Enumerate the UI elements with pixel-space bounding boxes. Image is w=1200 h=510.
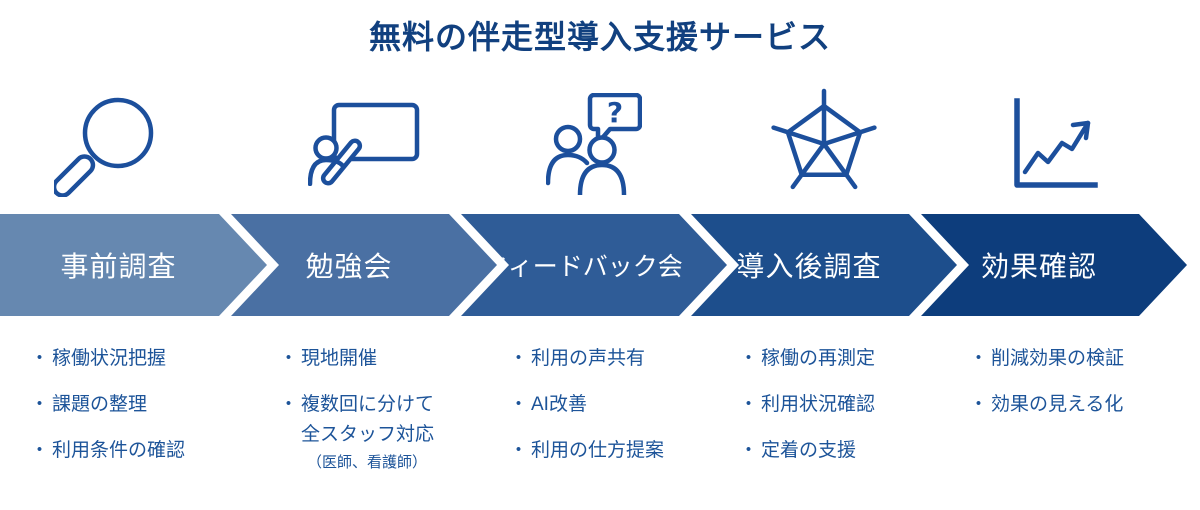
step-2-bullets: ・現地開催 ・ 複数回に分けて 全スタッフ対応 （医師、看護師） [231,344,497,476]
bullet-text: 定着の支援 [761,440,857,461]
bullets-cell-4: ・稼働の再測定 ・利用状況確認 ・定着の支援 [691,344,957,482]
step-label-3: フィードバック会 [483,253,683,281]
process-band: 事前調査 勉強会 フィードバック会 導入後調査 効果確認 [0,214,1200,316]
bullet-marker: ・ [30,440,50,461]
bullet-text: 効果の見える化 [991,394,1124,415]
presentation-icon [308,102,420,186]
bullet-text: 課題の整理 [52,394,148,415]
list-item: ・利用の仕方提案 [509,436,683,466]
bullet-marker: ・ [509,394,529,415]
bullets-cell-1: ・稼働状況把握 ・課題の整理 ・利用条件の確認 [0,344,267,482]
list-item: ・AI改善 [509,390,683,420]
bullet-text: 稼働の再測定 [761,348,876,369]
radar-chart-icon [771,88,877,190]
bullet-text: 利用の声共有 [531,348,646,369]
icons-row: ? [0,88,1200,200]
step-chevron-5: 効果確認 [921,214,1187,316]
step-3-bullets: ・利用の声共有 ・AI改善 ・利用の仕方提案 [461,344,727,466]
bullet-text: AI改善 [531,394,587,415]
icon-cell-5 [921,98,1187,190]
bullet-marker: ・ [739,348,759,369]
bullet-marker: ・ [969,394,989,415]
bullet-marker: ・ [279,348,299,369]
step-chevron-4: 導入後調査 [691,214,957,316]
list-item: ・利用状況確認 [739,390,913,420]
step-5-bullets: ・削減効果の検証 ・効果の見える化 [921,344,1187,420]
question-mark: ? [607,96,623,129]
bullets-row: ・稼働状況把握 ・課題の整理 ・利用条件の確認 ・現地開催 ・ 複数回に分けて … [0,344,1200,482]
list-item: ・定着の支援 [739,436,913,466]
bullet-marker: ・ [739,440,759,461]
magnifier-icon [53,97,153,197]
bullet-marker: ・ [30,348,50,369]
list-item: ・稼働状況把握 [30,344,223,374]
list-item: ・利用の声共有 [509,344,683,374]
bullet-marker: ・ [509,440,529,461]
bullet-text: 削減効果の検証 [991,348,1125,369]
list-item: ・ 複数回に分けて 全スタッフ対応 （医師、看護師） [279,390,453,476]
page-title: 無料の伴走型導入支援サービス [368,19,831,55]
icon-cell-1 [0,91,267,197]
icon-cell-3: ? [461,93,727,195]
bullet-text: 利用条件の確認 [52,440,186,461]
bullet-marker: ・ [30,394,50,415]
bullet-text: 稼働状況把握 [52,348,167,369]
bullet-text: 現地開催 [301,348,378,369]
list-item: ・稼働の再測定 [739,344,913,374]
bullet-text: 複数回に分けて 全スタッフ対応 （医師、看護師） [301,390,434,476]
step-chevron-1: 事前調査 [0,214,267,316]
bullet-line-1: 複数回に分けて [301,394,435,415]
list-item: ・課題の整理 [30,390,223,420]
line-chart-icon [1014,98,1098,188]
list-item: ・削減効果の検証 [969,344,1143,374]
step-label-5: 効果確認 [980,251,1097,282]
bullets-cell-5: ・削減効果の検証 ・効果の見える化 [921,344,1187,436]
bullet-marker: ・ [969,348,989,369]
bullets-cell-2: ・現地開催 ・ 複数回に分けて 全スタッフ対応 （医師、看護師） [231,344,497,476]
list-item: ・現地開催 [279,344,453,374]
bullets-cell-3: ・利用の声共有 ・AI改善 ・利用の仕方提案 [461,344,727,482]
list-item: ・効果の見える化 [969,390,1143,420]
step-label-4: 導入後調査 [736,251,882,282]
step-chevron-3: フィードバック会 [461,214,727,316]
bullet-text: 利用の仕方提案 [531,440,665,461]
icon-cell-4 [691,88,957,200]
bullet-marker: ・ [279,394,299,415]
bullet-text: 利用状況確認 [761,394,876,415]
bullet-marker: ・ [509,348,529,369]
people-question-icon: ? [546,93,642,195]
bullet-marker: ・ [739,394,759,415]
bullet-line-2: 全スタッフ対応 [301,424,435,445]
step-chevron-2: 勉強会 [231,214,497,316]
step-label-1: 事前調査 [60,251,177,282]
icon-cell-2 [231,102,497,186]
step-1-bullets: ・稼働状況把握 ・課題の整理 ・利用条件の確認 [0,344,267,466]
bullet-note: （医師、看護師） [307,454,428,471]
step-4-bullets: ・稼働の再測定 ・利用状況確認 ・定着の支援 [691,344,957,466]
step-label-2: 勉強会 [305,251,393,282]
list-item: ・利用条件の確認 [30,436,223,466]
